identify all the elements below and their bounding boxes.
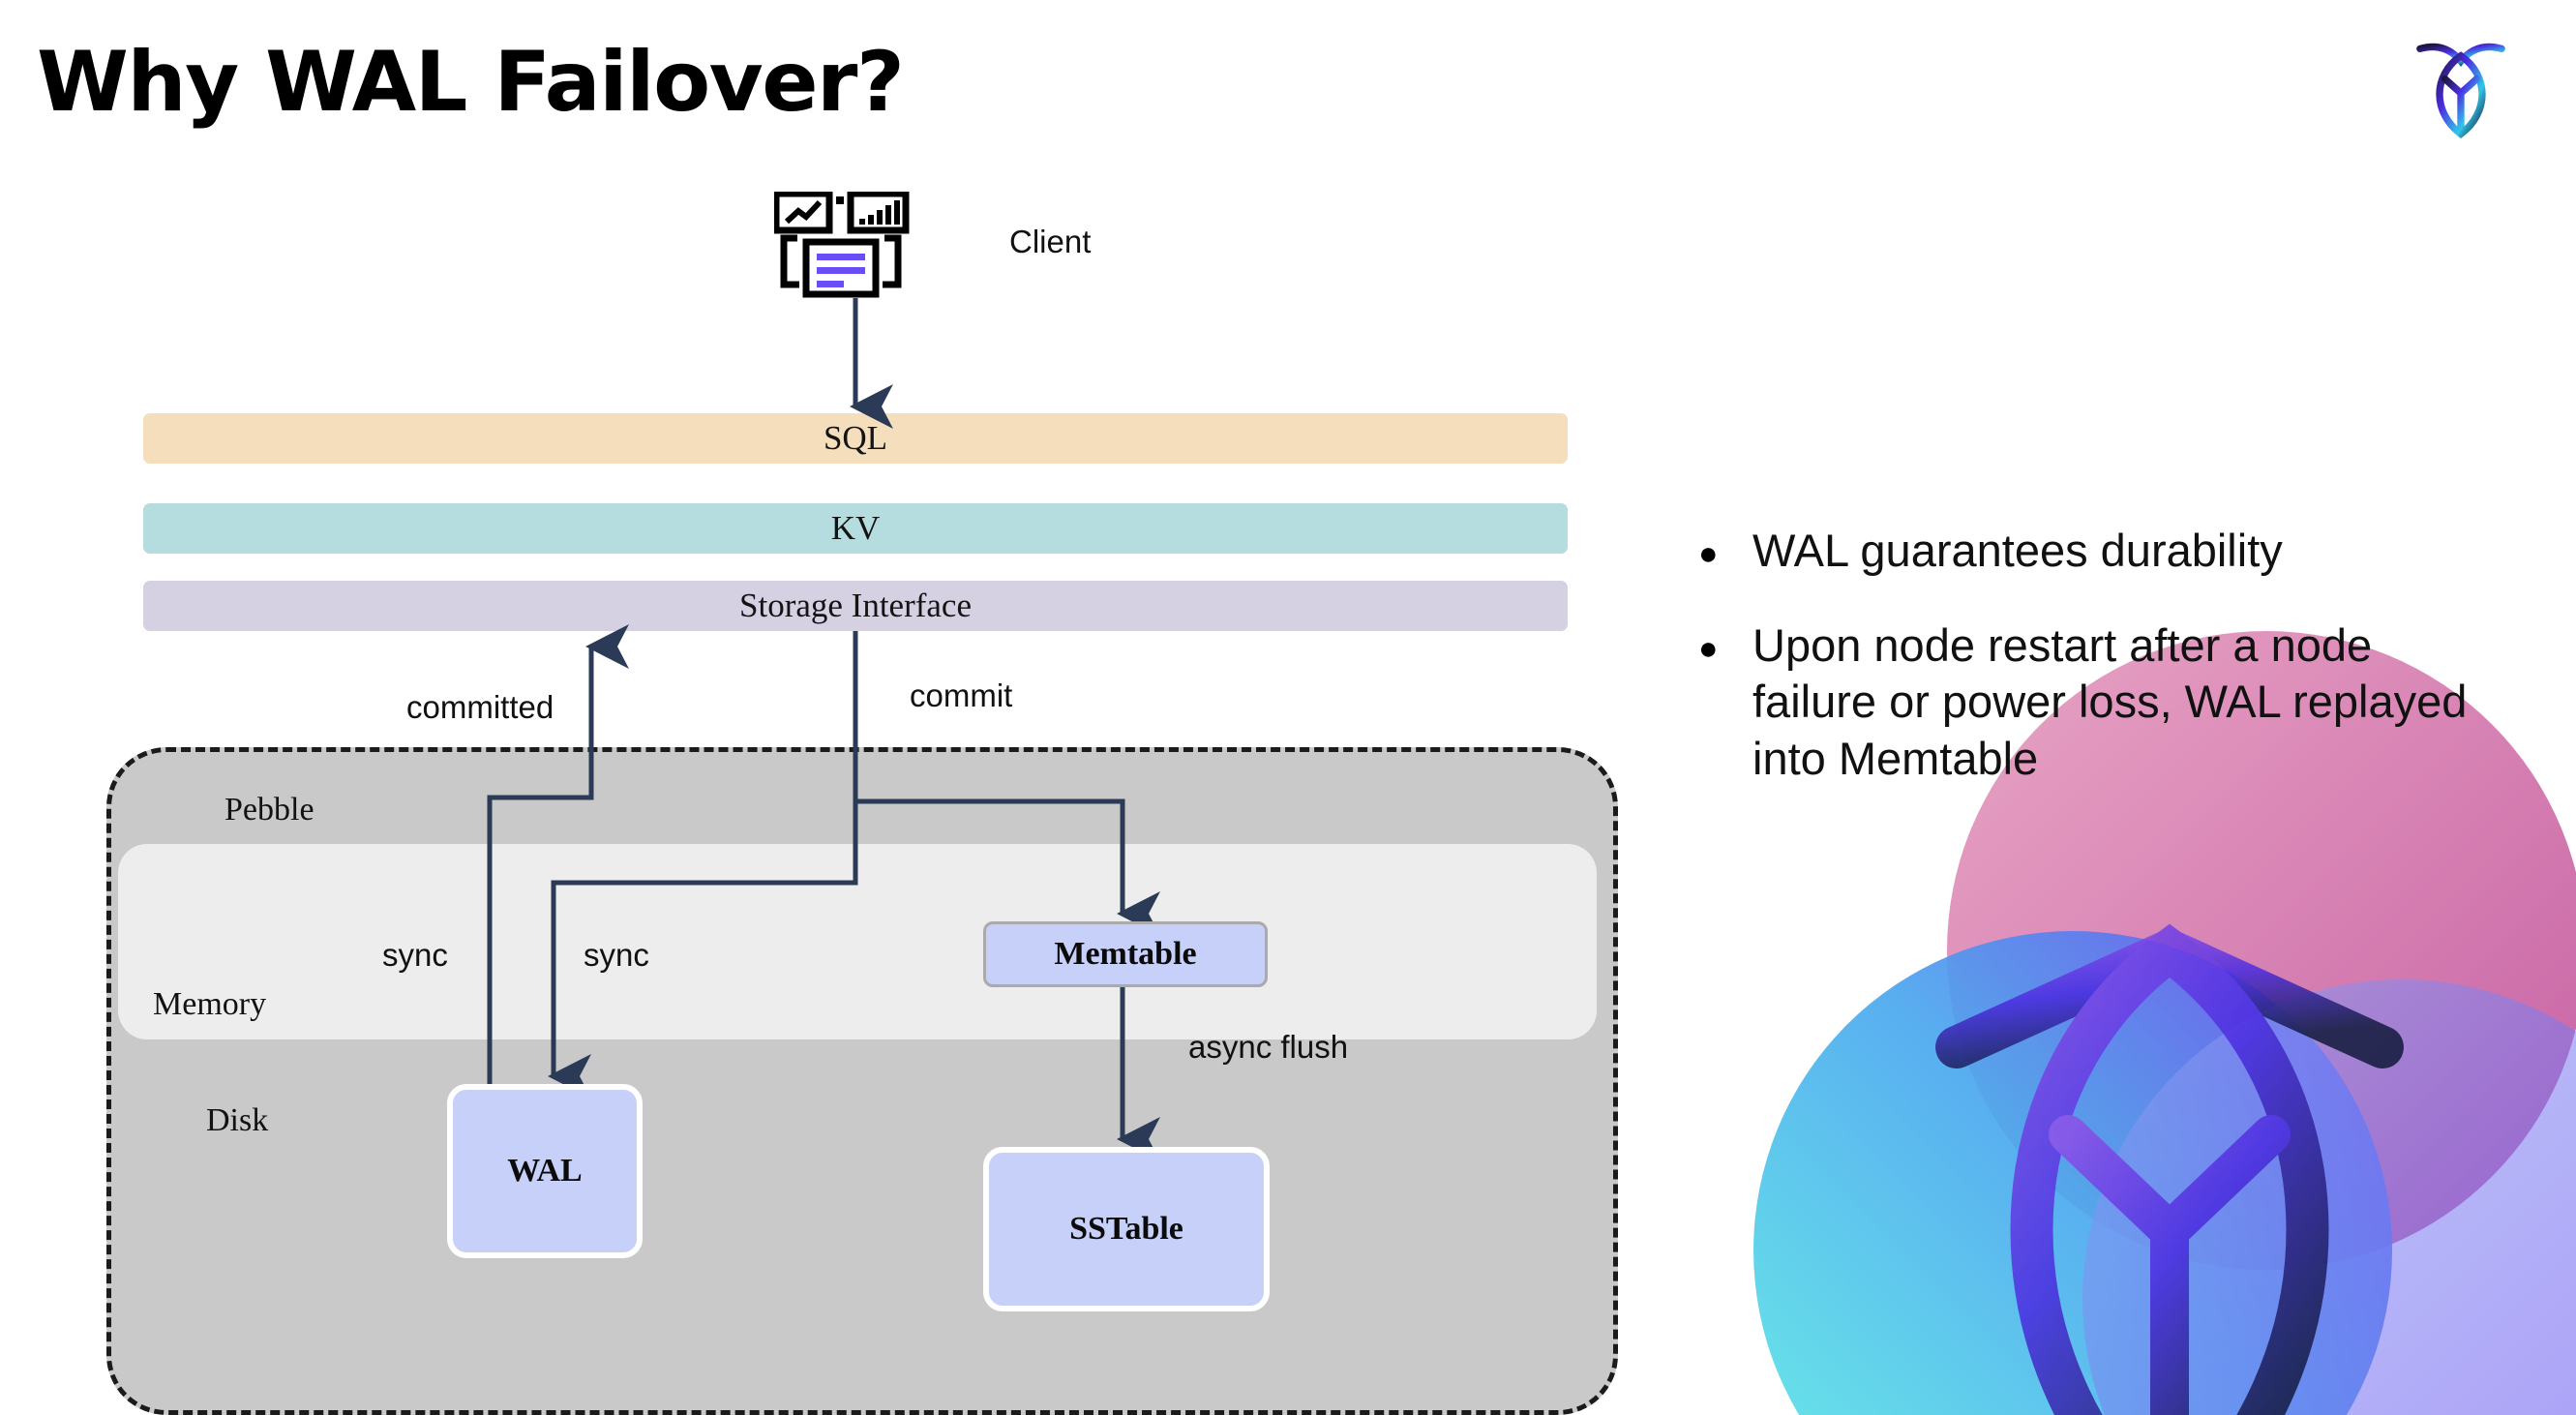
layer-bar-sql: SQL	[143, 413, 1568, 464]
client-terminal-icon	[772, 190, 929, 298]
cockroachdb-logo-icon	[2408, 29, 2514, 140]
disk-label: Disk	[206, 1102, 269, 1138]
node-wal: WAL	[447, 1084, 643, 1258]
pebble-label: Pebble	[225, 792, 315, 828]
node-sstable: SSTable	[983, 1147, 1270, 1311]
node-label-sstable: SSTable	[1069, 1211, 1183, 1247]
layer-bar-kv: KV	[143, 503, 1568, 554]
memory-label: Memory	[153, 986, 267, 1022]
bullet-text: WAL guarantees durability	[1752, 525, 2283, 576]
layer-bar-storage-interface: Storage Interface	[143, 581, 1568, 631]
layer-label-sql: SQL	[823, 419, 888, 457]
layer-label-kv: KV	[830, 509, 881, 547]
memory-region	[118, 844, 1597, 1039]
list-item: ● Upon node restart after a node failure…	[1698, 617, 2501, 787]
edge-label-sync-left: sync	[382, 937, 448, 973]
node-label-memtable: Memtable	[1054, 936, 1197, 972]
page-title: Why WAL Failover?	[37, 34, 905, 131]
edge-label-commit: commit	[910, 677, 1013, 713]
layer-label-storage-interface: Storage Interface	[739, 587, 972, 624]
bullet-marker: ●	[1698, 535, 1719, 572]
bullet-marker: ●	[1698, 630, 1719, 667]
edge-label-committed: committed	[406, 689, 554, 725]
edge-label-sync-right: sync	[584, 937, 649, 973]
list-item: ● WAL guarantees durability	[1698, 523, 2501, 581]
bullet-list: ● WAL guarantees durability ● Upon node …	[1698, 523, 2501, 824]
node-label-wal: WAL	[507, 1153, 583, 1189]
edge-label-async-flush: async flush	[1188, 1029, 1349, 1065]
node-memtable: Memtable	[983, 921, 1268, 987]
client-label: Client	[1009, 224, 1092, 259]
bullet-text: Upon node restart after a node failure o…	[1752, 619, 2468, 784]
